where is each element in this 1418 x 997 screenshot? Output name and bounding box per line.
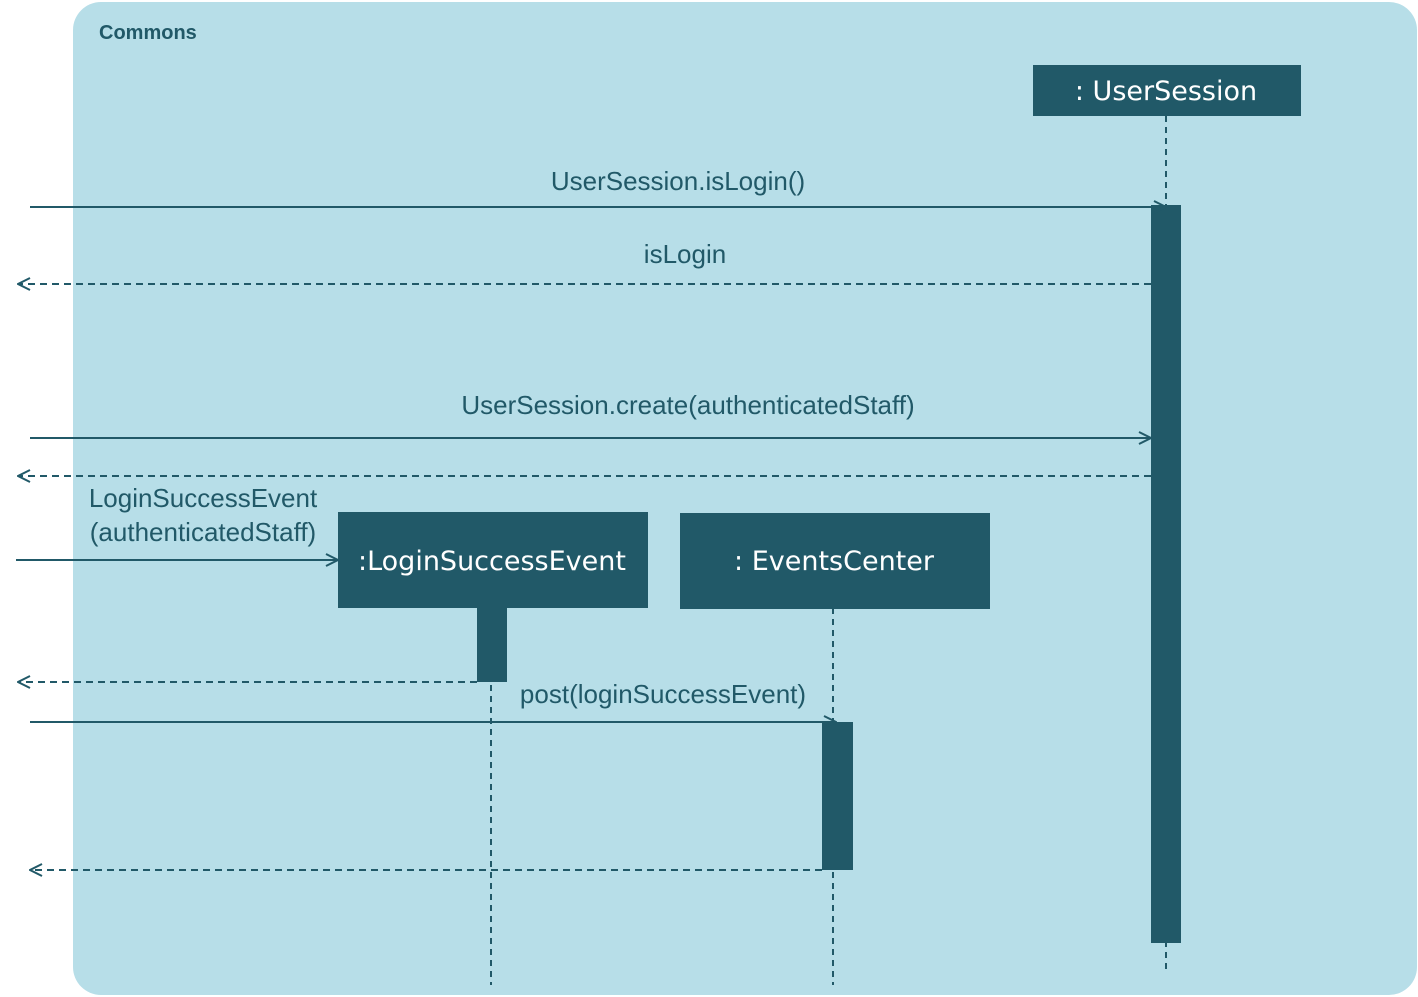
user-session-label: : UserSession	[1075, 76, 1257, 107]
is-login-call-label: UserSession.isLogin()	[551, 166, 805, 196]
login-success-event-participant: :LoginSuccessEvent	[338, 512, 648, 608]
events-center-activation	[822, 722, 853, 870]
user-session-box	[1033, 65, 1301, 116]
user-session-participant: : UserSession	[1033, 65, 1301, 116]
create-call-label: UserSession.create(authenticatedStaff)	[461, 390, 914, 420]
login-event-call-label-line2: (authenticatedStaff)	[90, 517, 316, 547]
login-success-event-label: :LoginSuccessEvent	[358, 546, 626, 577]
events-center-label: : EventsCenter	[734, 546, 935, 577]
events-center-box	[680, 513, 990, 609]
is-login-return-label: isLogin	[644, 239, 726, 269]
login-event-call-label-line1: LoginSuccessEvent	[89, 483, 318, 513]
login-success-event-box	[338, 512, 648, 608]
commons-frame	[73, 2, 1417, 995]
frame-label: Commons	[99, 22, 197, 44]
user-session-activation	[1151, 205, 1181, 943]
events-center-participant: : EventsCenter	[680, 513, 990, 609]
login-success-event-activation	[477, 608, 507, 682]
post-call-label: post(loginSuccessEvent)	[520, 679, 806, 709]
